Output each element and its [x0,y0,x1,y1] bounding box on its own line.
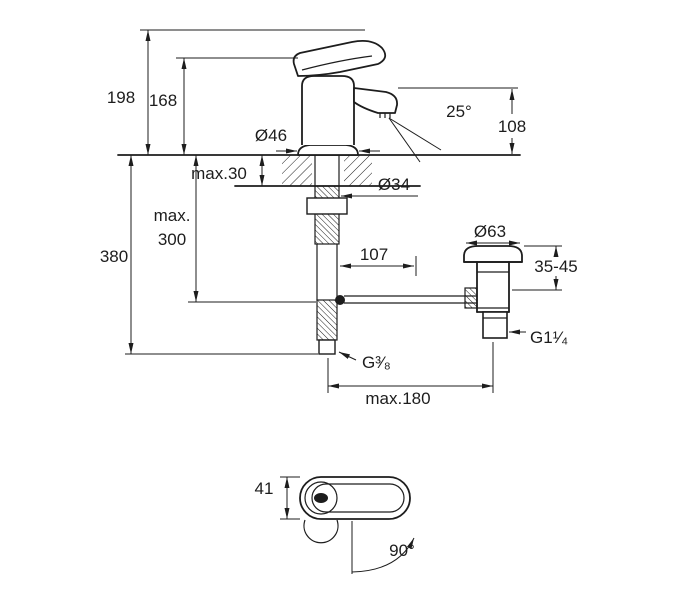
plan-cartridge-dot [314,493,328,503]
dim-label-drain-thread: G1¹⁄₄ [530,328,568,347]
mounting-nut [306,197,348,215]
flex-hose [316,299,338,341]
faucet-side-view [292,39,442,163]
plan-lever-outline [311,483,405,513]
dim-label-swivel-angle: 90° [389,541,415,560]
dimension-lines [128,30,559,519]
hose-end-fitting [318,339,336,355]
swivel-arc [351,537,415,573]
rod-ball-joint [335,295,345,305]
leader-g38 [338,351,357,361]
faucet-base [297,144,359,156]
dim-label-max-word: max. [154,206,191,225]
plan-base-circle [304,481,338,515]
faucet-spout [353,87,398,114]
faucet-shank-and-hose [306,155,348,355]
drain-assembly [463,245,523,339]
deck-hatch-right [344,155,372,186]
lever-detail-line [301,55,373,71]
plan-view [299,476,415,574]
drain-flange [463,245,523,263]
plan-spout-circle [303,519,339,544]
drain-tailpiece [482,311,508,339]
threaded-shank [314,185,340,245]
deck-hatch-left [282,155,312,186]
dim-label-outlet-height: 108 [498,117,526,136]
drain-body [476,261,510,313]
dim-label-supply-thread: G³⁄₈ [362,353,391,372]
extension-lines [125,29,562,520]
pop-up-rod [335,295,477,305]
dim-label-deck-thickness: max.30 [191,164,247,183]
dim-label-max-mount-value: 300 [158,230,186,249]
dim-label-center-offset: 107 [360,245,388,264]
dim-label-drain-depth-range: 35-45 [534,257,577,276]
faucet-lever [292,39,387,77]
dim-label-max-reach: max.180 [365,389,430,408]
dim-label-total-height: 380 [100,247,128,266]
dimension-labels: 198 168 380 max. 300 max.30 Ø46 25° 108 … [100,88,578,560]
dim-label-spout-angle: 25° [446,102,472,121]
spout-aerator [379,113,391,118]
dim-label-overall-height: 198 [107,88,135,107]
dim-label-base-diameter: Ø46 [255,126,287,145]
dim-label-body-width: 41 [255,479,274,498]
dim-label-drain-flange-diameter: Ø63 [474,222,506,241]
plan-outline [299,476,411,520]
dim-label-body-height: 168 [149,91,177,110]
dim-label-hole-diameter: Ø34 [378,175,410,194]
rod-clamp-knurl [464,287,478,309]
deck-surface [117,154,521,187]
faucet-body [301,75,355,145]
spout-angle-lines [388,117,442,163]
